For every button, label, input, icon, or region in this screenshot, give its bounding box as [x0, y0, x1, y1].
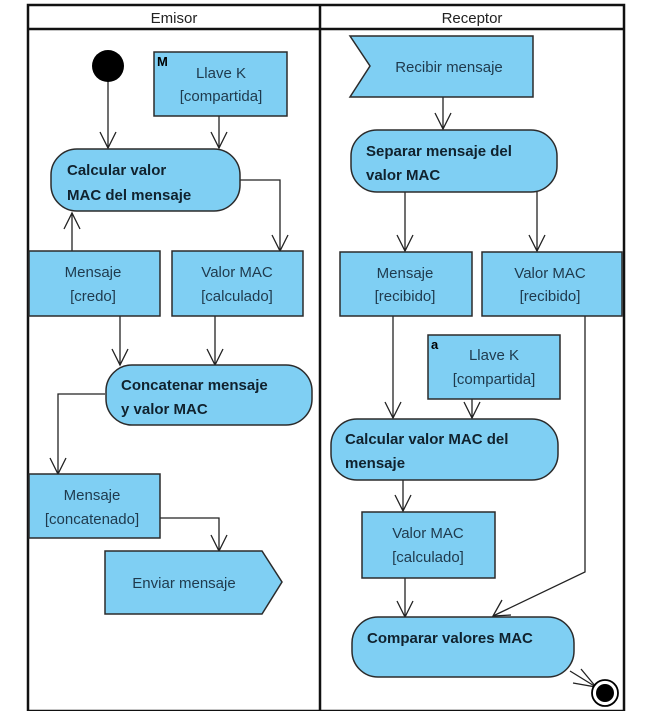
swimlanes: Emisor Receptor — [26, 3, 626, 711]
node-label-line1: Llave K — [196, 65, 246, 82]
node-label-line1: Calcular valor MAC del — [345, 431, 508, 448]
object-node-valor-mac-calculado-receptor[interactable]: Valor MAC [calculado] — [361, 511, 496, 579]
final-node[interactable] — [591, 679, 619, 707]
node-label: Recibir mensaje — [395, 59, 503, 76]
node-label-line1: Calcular valor — [67, 162, 166, 179]
action-node-box — [105, 364, 313, 426]
node-label-line1: Separar mensaje del — [366, 143, 512, 160]
arrowhead — [63, 211, 81, 230]
action-node-box — [50, 148, 241, 212]
send-signal-shape — [104, 550, 283, 615]
node-label-line2: mensaje — [345, 455, 405, 472]
arrowhead — [528, 234, 546, 253]
object-node-box — [171, 250, 304, 317]
edge-comparar-to-final — [569, 670, 597, 688]
object-node-valor-mac-recibido[interactable]: Valor MAC [recibido] — [481, 251, 623, 317]
node-label-line2: [recibido] — [520, 288, 581, 305]
lane-frame — [26, 3, 626, 711]
action-node-separar[interactable]: Separar mensaje del valor MAC — [350, 129, 558, 193]
action-node-box — [351, 616, 575, 678]
object-node-box — [28, 473, 161, 539]
edge-mensaje-to-enviar — [160, 517, 220, 551]
action-node-calcular-receptor[interactable]: Calcular valor MAC del mensaje — [330, 418, 559, 481]
object-node-box — [427, 334, 561, 400]
object-node-box — [28, 250, 161, 317]
lane-title-emisor: Emisor — [151, 10, 198, 27]
node-label-line2: [calculado] — [201, 288, 273, 305]
edge-valor-recibido-to-comparar — [492, 316, 586, 617]
node-label-line2: valor MAC — [366, 167, 440, 184]
node-label-line2: [compartida] — [180, 88, 263, 105]
object-node-box — [153, 51, 288, 117]
arrowhead — [463, 401, 481, 420]
object-node-mensaje-concatenado[interactable]: Mensaje [concatenado] — [28, 473, 161, 539]
m-badge-icon: M — [157, 54, 168, 69]
object-node-mensaje-credo[interactable]: Mensaje [credo] — [28, 250, 161, 317]
arrowhead — [111, 348, 129, 367]
accept-event-shape — [348, 35, 534, 98]
arrowhead — [210, 131, 228, 150]
action-node-comparar[interactable]: Comparar valores MAC — [351, 616, 575, 678]
arrowhead — [99, 131, 117, 150]
node-label-line2: y valor MAC — [121, 401, 208, 418]
action-node-concatenar[interactable]: Concatenar mensaje y valor MAC — [105, 364, 313, 426]
object-node-valor-mac-calculado-emisor[interactable]: Valor MAC [calculado] — [171, 250, 304, 317]
node-label-line1: Llave K — [469, 347, 519, 364]
lane-title-receptor: Receptor — [442, 10, 503, 27]
node-label-line1: Valor MAC — [392, 525, 464, 542]
action-node-calcular-emisor[interactable]: Calcular valor MAC del mensaje — [50, 148, 241, 212]
object-node-box — [339, 251, 473, 317]
arrowhead — [434, 112, 452, 131]
node-label-line2: [calculado] — [392, 549, 464, 566]
node-label-line1: Mensaje — [65, 264, 122, 281]
node-label-line2: [credo] — [70, 288, 116, 305]
object-node-mensaje-recibido[interactable]: Mensaje [recibido] — [339, 251, 473, 317]
arrowhead — [491, 599, 512, 617]
node-label-line1: Mensaje — [377, 265, 434, 282]
arrowhead — [396, 234, 414, 253]
node-label-line2: [concatenado] — [45, 511, 139, 528]
arrowhead — [384, 401, 402, 420]
node-label-line1: Mensaje — [64, 487, 121, 504]
a-badge-icon: a — [431, 337, 439, 352]
initial-node[interactable] — [92, 50, 124, 82]
node-label-line1: Valor MAC — [514, 265, 586, 282]
object-node-llave-k-emisor[interactable]: M Llave K [compartida] — [153, 51, 288, 117]
node-label: Enviar mensaje — [132, 575, 235, 592]
edge-calcular-to-valor — [240, 179, 281, 251]
action-node-box — [330, 418, 559, 481]
node-label: Comparar valores MAC — [367, 630, 533, 647]
node-label-line1: Concatenar mensaje — [121, 377, 268, 394]
action-node-box — [350, 129, 558, 193]
object-node-box — [361, 511, 496, 579]
edge-concatenar-to-mensaje — [57, 393, 105, 474]
node-label-line1: Valor MAC — [201, 264, 273, 281]
accept-event-recibir-mensaje[interactable]: Recibir mensaje — [348, 35, 534, 98]
object-node-llave-k-receptor[interactable]: a Llave K [compartida] — [427, 334, 561, 400]
node-label-line2: [compartida] — [453, 371, 536, 388]
arrowhead — [394, 494, 412, 513]
initial-node-dot — [92, 50, 124, 82]
node-label-line2: [recibido] — [375, 288, 436, 305]
node-label-line2: MAC del mensaje — [67, 187, 191, 204]
object-node-box — [481, 251, 623, 317]
final-node-dot — [596, 684, 614, 702]
send-signal-enviar-mensaje[interactable]: Enviar mensaje — [104, 550, 283, 615]
